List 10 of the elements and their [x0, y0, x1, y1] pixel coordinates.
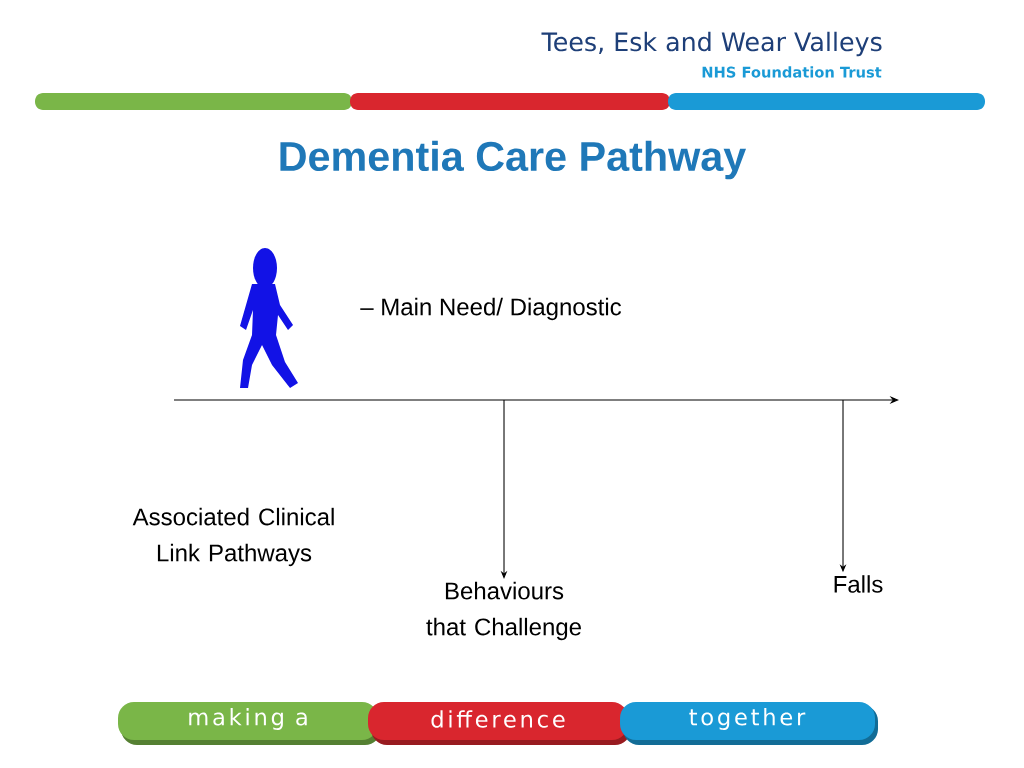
organisation-subtitle: NHS Foundation Trust	[702, 66, 882, 78]
pathways-heading: Associated Clinical Link Pathways	[132, 507, 334, 567]
main-need-text: – Main Need/ Diagnostic	[360, 297, 622, 321]
title: Dementia Care Pathway	[280, 140, 747, 180]
pathway-label: Falls	[834, 575, 883, 593]
slogan-banner: difference	[368, 702, 631, 745]
pathway-label: Behaviours that Challenge	[426, 581, 581, 641]
slogan-banner: making a	[118, 702, 381, 745]
organisation-name: Tees, Esk and Wear Valleys	[541, 31, 882, 57]
slogan-banner: together	[620, 702, 878, 745]
